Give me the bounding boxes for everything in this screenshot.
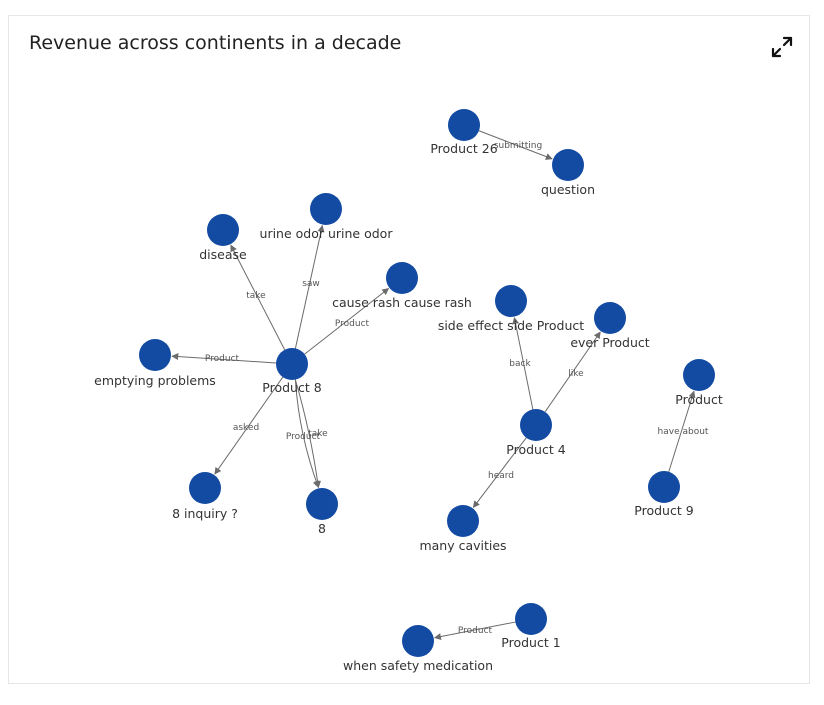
edge-product8-urine (294, 224, 325, 349)
edge-label: take (246, 291, 266, 301)
node-label-n8: 8 (318, 521, 326, 536)
node-label-product8: Product 8 (262, 380, 321, 395)
node-product4[interactable] (520, 409, 552, 441)
node-label-cavities: many cavities (419, 538, 506, 553)
edge-product4-cavities (472, 437, 527, 509)
edges-layer (171, 130, 696, 640)
node-disease[interactable] (207, 214, 239, 246)
edge-label: asked (233, 423, 259, 433)
node-product[interactable] (683, 359, 715, 391)
node-label-disease: disease (199, 247, 247, 262)
node-label-sideeffect: side effect side Product (438, 318, 584, 333)
edge-labels-layer: submittingtakesawProductProductaskedProd… (205, 141, 709, 636)
node-cavities[interactable] (447, 505, 479, 537)
edge-label: Product (286, 432, 321, 442)
node-label-product: Product (675, 392, 723, 407)
edge-product8-disease (230, 244, 286, 351)
node-label-inquiry: 8 inquiry ? (172, 506, 238, 521)
node-label-question: question (541, 182, 595, 197)
node-product26[interactable] (448, 109, 480, 141)
edge-product4-sideeffect (512, 316, 534, 410)
edge-product8-emptying (171, 353, 277, 364)
node-label-emptying: emptying problems (94, 373, 216, 388)
edge-product8-inquiry (214, 376, 284, 475)
node-label-product4: Product 4 (506, 442, 565, 457)
edge-label: heard (488, 471, 514, 481)
node-question[interactable] (552, 149, 584, 181)
edge-label: saw (302, 279, 320, 289)
edge-product26-question (478, 130, 553, 160)
edge-label: take (308, 429, 328, 439)
node-emptying[interactable] (139, 339, 171, 371)
edge-product8-n8 (294, 379, 322, 489)
expand-icon[interactable] (767, 32, 797, 62)
node-product9[interactable] (648, 471, 680, 503)
edge-label: submitting (494, 141, 542, 151)
edge-label: Product (335, 319, 370, 329)
node-label-product9: Product 9 (634, 503, 693, 518)
node-product8[interactable] (276, 348, 308, 380)
chart-title: Revenue across continents in a decade (29, 32, 402, 54)
node-label-urine: urine odor urine odor (260, 226, 394, 241)
edge-product9-product (668, 390, 696, 472)
node-inquiry[interactable] (189, 472, 221, 504)
nodes-layer (139, 109, 715, 657)
node-product1[interactable] (515, 603, 547, 635)
edge-label: Product (458, 626, 493, 636)
edge-product8-n8 (294, 379, 320, 489)
node-safety[interactable] (402, 625, 434, 657)
edge-label: Product (205, 354, 240, 364)
node-n8[interactable] (306, 488, 338, 520)
edge-product4-ever (544, 331, 601, 413)
node-label-safety: when safety medication (343, 658, 493, 673)
node-urine[interactable] (310, 193, 342, 225)
node-ever[interactable] (594, 302, 626, 334)
edge-product8-rash (304, 288, 390, 355)
node-rash[interactable] (386, 262, 418, 294)
node-sideeffect[interactable] (495, 285, 527, 317)
node-label-product26: Product 26 (430, 141, 497, 156)
node-label-product1: Product 1 (501, 635, 560, 650)
edge-label: have about (658, 427, 709, 437)
node-label-rash: cause rash cause rash (332, 295, 472, 310)
node-label-ever: ever Product (570, 335, 649, 350)
edge-product1-safety (433, 621, 516, 640)
node-labels-layer: Product 26 question urine odor urine odor d… (94, 141, 723, 673)
edge-label: like (568, 369, 584, 379)
edge-label: back (509, 359, 531, 369)
